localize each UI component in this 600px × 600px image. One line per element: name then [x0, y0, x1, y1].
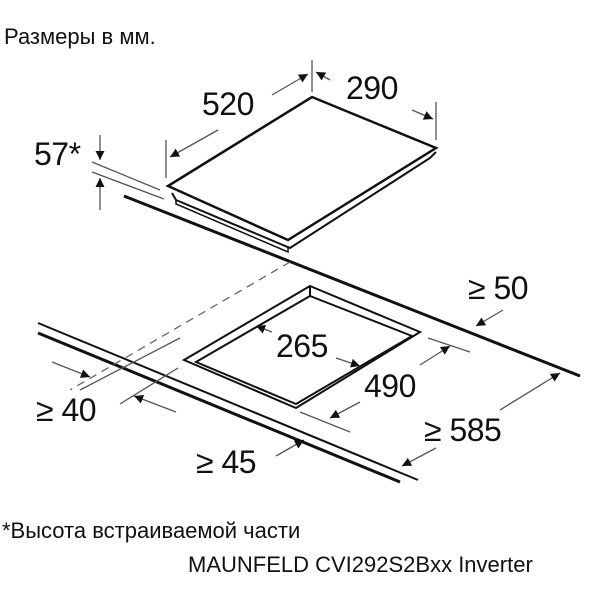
- cutout-dimension-lines: [51, 309, 561, 467]
- cutout-width-label: 265: [276, 328, 328, 364]
- cutout-depth-label: 490: [364, 368, 416, 404]
- left-clearance-label: ≥ 40: [36, 392, 97, 428]
- model-name: MAUNFELD CVI292S2Bxx Inverter: [188, 552, 533, 577]
- cutout-outline: [181, 284, 423, 410]
- hob-depth-label: 520: [202, 86, 254, 122]
- hob-outline: [165, 95, 439, 254]
- rear-clearance-label: ≥ 50: [468, 270, 529, 306]
- worktop-edges: [37, 194, 581, 484]
- hob-dimension-lines: [91, 60, 437, 210]
- page-title: Размеры в мм.: [4, 24, 156, 49]
- front-clearance-label: ≥ 45: [196, 444, 257, 480]
- worktop-depth-label: ≥ 585: [424, 412, 502, 448]
- hob-height-label: 57*: [34, 136, 81, 172]
- dashed-guide-line: [69, 261, 291, 391]
- hob-width-label: 290: [346, 70, 398, 106]
- footnote: *Высота встраиваемой части: [2, 518, 301, 543]
